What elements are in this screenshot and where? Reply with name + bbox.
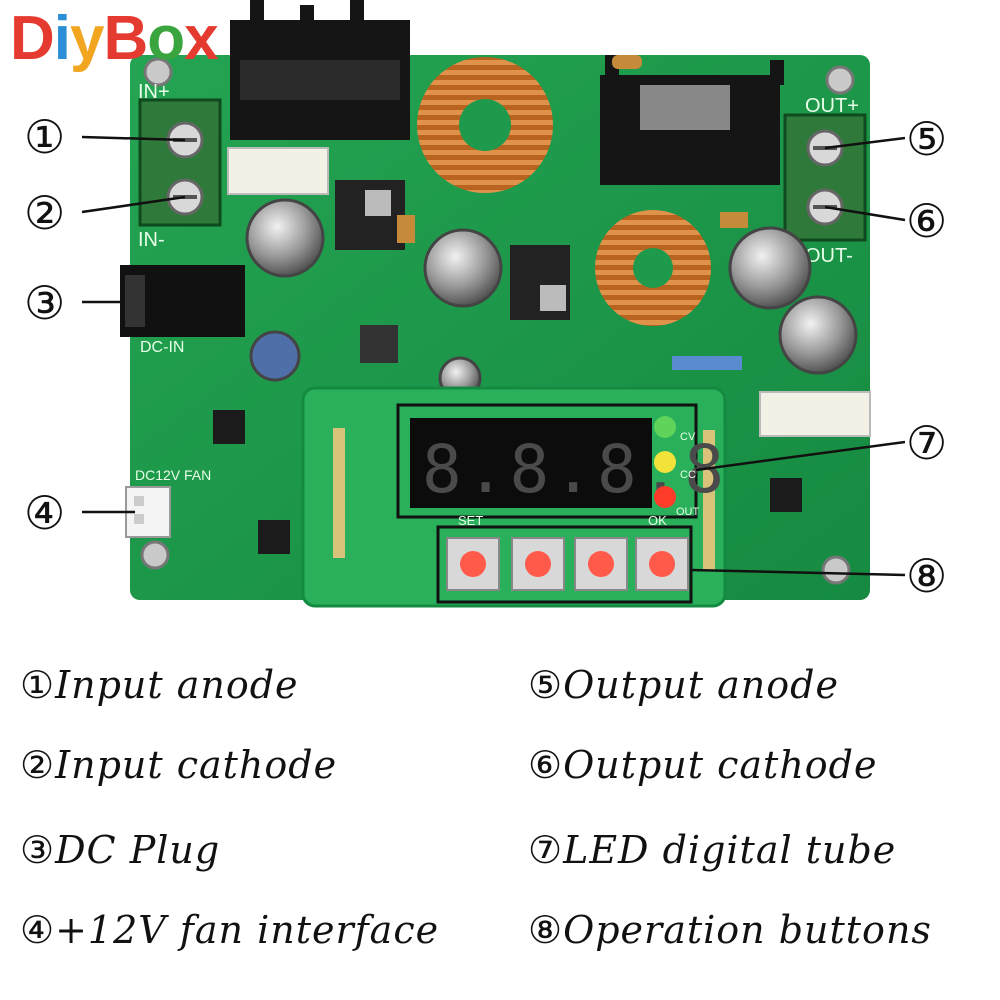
logo-letter: y <box>70 4 104 73</box>
legend-item-8: ⑧Operation buttons <box>528 908 932 952</box>
callout-lines <box>81 135 906 577</box>
legend-number: ⑦ <box>528 828 564 872</box>
button-down <box>511 537 565 591</box>
output-terminal-block <box>783 113 867 242</box>
label-out: OUT <box>676 506 700 518</box>
button-up <box>574 537 628 591</box>
callout-box-7 <box>396 403 698 519</box>
label-out-minus: OUT- <box>805 245 853 267</box>
diybox-logo: DiyBox <box>10 4 219 74</box>
legend-number: ⑧ <box>528 908 564 952</box>
button-set <box>446 537 500 591</box>
callout-4: ④ <box>24 486 66 540</box>
legend-number: ② <box>20 743 56 787</box>
input-terminal-block <box>138 98 222 227</box>
callout-5: ⑤ <box>906 112 948 166</box>
callout-7: ⑦ <box>906 416 948 470</box>
ic-3 <box>770 478 802 512</box>
legend-text: DC Plug <box>55 828 221 872</box>
inductor-small <box>595 210 711 326</box>
legend-item-2: ②Input cathode <box>20 743 337 787</box>
label-dc-in: DC-IN <box>140 339 184 356</box>
logo-letter: i <box>53 4 71 73</box>
inductor-smd <box>360 325 398 363</box>
logo-letter: D <box>10 4 55 73</box>
capacitor-1 <box>245 198 325 278</box>
legend-text: Output cathode <box>563 743 878 787</box>
label-in-plus: IN+ <box>138 81 170 103</box>
inductor-large <box>417 57 553 193</box>
legend-number: ① <box>20 663 56 707</box>
label-in-minus: IN- <box>138 229 165 251</box>
digital-tube <box>410 418 652 508</box>
led-cv <box>654 416 676 438</box>
legend-item-6: ⑥Output cathode <box>528 743 878 787</box>
legend-item-5: ⑤Output anode <box>528 663 839 707</box>
legend-text: Input cathode <box>55 743 338 787</box>
legend-number: ③ <box>20 828 56 872</box>
dc-jack <box>120 265 245 337</box>
legend-item-1: ①Input anode <box>20 663 299 707</box>
board-illustration: IN+ IN- OUT+ OUT- <box>81 0 906 608</box>
led-out <box>654 486 676 508</box>
legend-text: LED digital tube <box>563 828 897 872</box>
legend-number: ⑥ <box>528 743 564 787</box>
led-cc <box>654 451 676 473</box>
capacitor-4 <box>778 295 858 375</box>
logo-letter: o <box>147 4 185 73</box>
label-set: SET <box>458 513 483 528</box>
power-resistor-right <box>759 391 871 437</box>
label-cc: CC <box>680 469 696 481</box>
legend-item-4: ④+12V fan interface <box>20 908 439 952</box>
callout-6: ⑥ <box>906 194 948 248</box>
legend-text: Input anode <box>55 663 299 707</box>
capacitor-2 <box>423 228 503 308</box>
legend-number: ⑤ <box>528 663 564 707</box>
ic-2 <box>258 520 290 554</box>
legend-text: +12V fan interface <box>55 908 440 952</box>
legend-text: Output anode <box>563 663 839 707</box>
capacitor-5 <box>249 330 301 382</box>
label-ok: OK <box>648 513 667 528</box>
label-out-plus: OUT+ <box>805 95 859 117</box>
callout-2: ② <box>24 186 66 240</box>
label-cv: CV <box>680 431 696 443</box>
product-photo: IN+ IN- OUT+ OUT- <box>10 0 948 608</box>
capacitor-3 <box>728 226 812 310</box>
legend: ①Input anode ②Input cathode ③DC Plug ④+1… <box>0 645 1000 1000</box>
legend-item-7: ⑦LED digital tube <box>528 828 896 872</box>
status-leds <box>654 416 676 508</box>
logo-letter: x <box>184 4 218 73</box>
label-fan: DC12V FAN <box>135 467 211 483</box>
legend-item-3: ③DC Plug <box>20 828 220 872</box>
operation-buttons <box>446 537 689 591</box>
legend-number: ④ <box>20 908 56 952</box>
resistor-axial <box>672 356 742 370</box>
legend-text: Operation buttons <box>563 908 932 952</box>
ic-1 <box>213 410 245 444</box>
power-resistor-left <box>227 147 329 195</box>
button-ok <box>635 537 689 591</box>
callout-box-8 <box>436 525 693 604</box>
callout-1: ① <box>24 110 66 164</box>
callout-3: ③ <box>24 276 66 330</box>
logo-letter: B <box>103 4 149 73</box>
callout-8: ⑧ <box>906 549 948 603</box>
